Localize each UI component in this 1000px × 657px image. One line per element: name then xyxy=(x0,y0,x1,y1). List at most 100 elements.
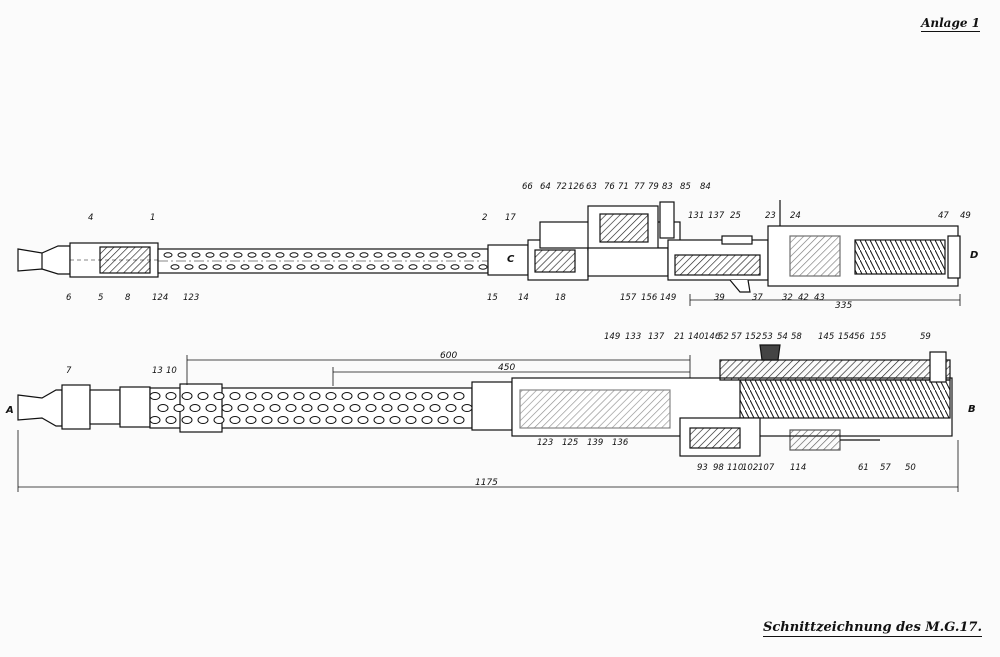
part-label: 54 xyxy=(777,332,788,342)
part-label: 10 xyxy=(166,366,177,376)
jacket-hole xyxy=(338,264,348,270)
jacket-hole xyxy=(173,404,185,412)
jacket-hole xyxy=(268,264,278,270)
jacket-hole xyxy=(205,252,215,258)
jacket-hole xyxy=(453,392,465,400)
jacket-holes-bottom xyxy=(149,392,473,424)
dim-1175: 1175 xyxy=(475,478,498,488)
jacket-hole xyxy=(237,404,249,412)
jacket-hole xyxy=(149,416,161,424)
jacket-hole xyxy=(397,404,409,412)
part-label: 53 xyxy=(762,332,773,342)
part-label: 1 xyxy=(150,213,155,223)
jacket-hole xyxy=(325,416,337,424)
jacket-hole xyxy=(357,416,369,424)
part-label: 57 xyxy=(731,332,742,342)
part-label: 85 xyxy=(680,182,691,192)
jacket-hole xyxy=(415,252,425,258)
jacket-hole xyxy=(261,416,273,424)
jacket-hole xyxy=(445,404,457,412)
dim-335: 335 xyxy=(835,301,852,311)
jacket-hole xyxy=(170,264,180,270)
jacket-hole xyxy=(177,252,187,258)
part-label: 84 xyxy=(700,182,711,192)
jacket-hole xyxy=(245,392,257,400)
jacket-hole xyxy=(345,252,355,258)
part-label: 21 xyxy=(674,332,685,342)
part-label: 154 xyxy=(838,332,854,342)
drawing-caption: Schnittzeichnung des M.G.17. xyxy=(763,620,982,637)
jacket-hole xyxy=(437,392,449,400)
jacket-hole xyxy=(277,392,289,400)
jacket-hole xyxy=(277,416,289,424)
jacket-hole xyxy=(325,392,337,400)
jacket-hole xyxy=(163,252,173,258)
jacket-hole xyxy=(373,252,383,258)
jacket-hole xyxy=(296,264,306,270)
part-label: 32 xyxy=(782,293,793,303)
jacket-hole xyxy=(189,404,201,412)
jacket-hole xyxy=(389,392,401,400)
jacket-hole xyxy=(461,404,473,412)
part-label: 15 xyxy=(487,293,498,303)
part-label: 61 xyxy=(858,463,869,473)
jacket-hole xyxy=(464,264,474,270)
jacket-hole xyxy=(261,392,273,400)
part-label: 114 xyxy=(790,463,806,473)
jacket-hole xyxy=(221,404,233,412)
part-label: 139 xyxy=(587,438,603,448)
part-label: 123 xyxy=(537,438,553,448)
jacket-hole xyxy=(309,392,321,400)
part-label: 145 xyxy=(818,332,834,342)
part-label: 18 xyxy=(555,293,566,303)
jacket-hole xyxy=(205,404,217,412)
jacket-hole xyxy=(394,264,404,270)
part-label: 149 xyxy=(604,332,620,342)
jacket-hole xyxy=(317,252,327,258)
part-label: 124 xyxy=(152,293,168,303)
part-label: 47 xyxy=(938,211,949,221)
jacket-hole xyxy=(310,264,320,270)
jacket-hole xyxy=(324,264,334,270)
jacket-hole xyxy=(213,392,225,400)
jacket-hole xyxy=(389,416,401,424)
jacket-hole xyxy=(157,404,169,412)
part-label: 149 xyxy=(660,293,676,303)
jacket-hole xyxy=(219,252,229,258)
jacket-hole xyxy=(405,416,417,424)
jacket-hole xyxy=(443,252,453,258)
part-label: 102 xyxy=(742,463,758,473)
part-label: 6 xyxy=(66,293,72,303)
jacket-hole xyxy=(184,264,194,270)
jacket-hole xyxy=(405,392,417,400)
dimension-lines xyxy=(17,294,961,492)
jacket-hole xyxy=(293,416,305,424)
part-label: 137 xyxy=(648,332,665,342)
dim-450: 450 xyxy=(498,363,515,373)
part-label: 5 xyxy=(98,293,103,303)
jacket-hole xyxy=(245,416,257,424)
jacket-holes-top xyxy=(163,252,488,270)
bottom-callouts: 149 133 137 21 140 146 52 57 152 53 54 5… xyxy=(66,332,931,473)
part-label: 126 xyxy=(568,182,585,192)
jacket-hole xyxy=(478,264,488,270)
part-label: 131 xyxy=(688,211,704,221)
jacket-hole xyxy=(253,404,265,412)
part-label: 42 xyxy=(798,293,809,303)
jacket-hole xyxy=(233,252,243,258)
part-label: 52 xyxy=(718,332,729,342)
jacket-hole xyxy=(317,404,329,412)
jacket-hole xyxy=(269,404,281,412)
jacket-hole xyxy=(380,264,390,270)
part-label: 123 xyxy=(183,293,199,303)
part-label: 155 xyxy=(870,332,886,342)
jacket-hole xyxy=(303,252,313,258)
jacket-hole xyxy=(197,416,209,424)
part-label: 72 xyxy=(556,182,567,192)
jacket-hole xyxy=(421,416,433,424)
jacket-hole xyxy=(387,252,397,258)
part-label: 2 xyxy=(482,213,487,223)
jacket-hole xyxy=(429,404,441,412)
part-label: 63 xyxy=(586,182,597,192)
